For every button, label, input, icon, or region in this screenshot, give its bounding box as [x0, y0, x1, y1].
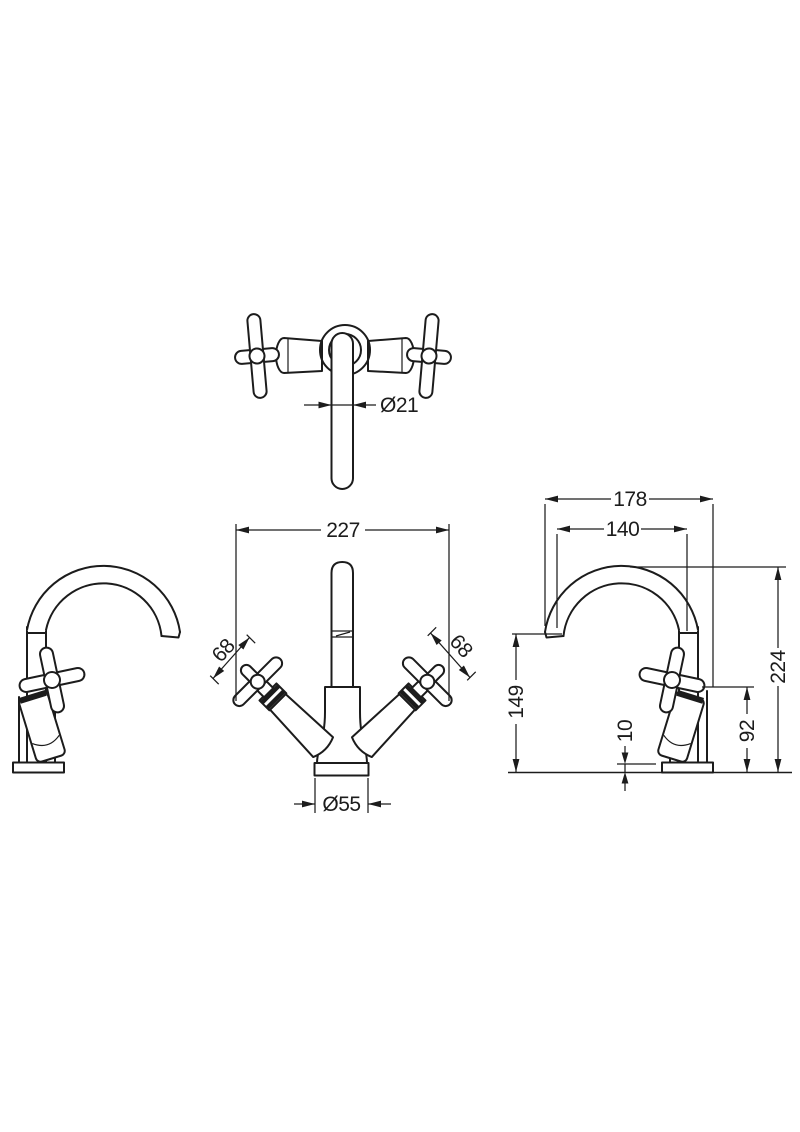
spout-arch-outer [26, 564, 181, 633]
tap-body [316, 686, 368, 764]
dim-label-overall-height: 224 [767, 649, 790, 683]
spout-arch-fill [545, 566, 698, 638]
dim-label-right-handle-span: 68 [445, 630, 477, 662]
dim-label-base-plate-thickness: 10 [614, 720, 637, 742]
cross-handle [638, 646, 706, 714]
dim-overall-depth: 178 [544, 488, 714, 687]
dim-label-spout-outlet-height: 149 [505, 685, 528, 719]
dim-label-spout-reach: 140 [606, 518, 640, 541]
dim-spout-outlet-height: 149 [505, 633, 562, 772]
aerator-joint [331, 630, 353, 638]
spout-arch-fill [27, 566, 180, 638]
spout-outlet [160, 631, 181, 639]
dim-base-plate-thickness: 10 [614, 720, 656, 791]
dim-label-spout-diameter: Ø21 [380, 394, 418, 417]
dim-overall-height: 224 [630, 566, 790, 772]
dim-label-base-diameter: Ø55 [322, 793, 360, 816]
right-cross-handle [406, 313, 452, 399]
dim-overall-width: 227 [235, 519, 450, 701]
cross-handle [18, 646, 86, 714]
front-view: 227 68 68 Ø55 [208, 519, 477, 816]
dim-label-handle-height: 92 [736, 720, 759, 742]
right-handle-assembly [350, 656, 453, 759]
dim-spout-diameter: Ø21 [304, 394, 419, 417]
dim-spout-reach: 140 [556, 518, 688, 631]
side-view: 178 140 224 149 92 [505, 488, 792, 791]
left-side-view [12, 564, 181, 774]
dim-label-overall-depth: 178 [613, 488, 647, 511]
spout-arch-inner [45, 582, 163, 637]
left-cross-handle [234, 313, 280, 399]
base-plate [12, 761, 65, 774]
left-stem [275, 337, 323, 374]
dim-label-left-handle-span: 68 [208, 635, 240, 667]
base-plate [313, 762, 370, 777]
base-plate [661, 761, 714, 774]
dim-base-diameter: Ø55 [294, 778, 391, 816]
spout-arch-inner [562, 582, 680, 637]
valve-body [18, 690, 66, 763]
spout-tube [330, 561, 354, 688]
spout-tube [330, 332, 354, 490]
top-view: Ø21 [234, 313, 452, 490]
valve-body [657, 690, 705, 763]
dim-label-overall-width: 227 [326, 519, 360, 542]
dim-handle-height: 92 [702, 686, 759, 772]
left-handle-assembly [232, 656, 335, 759]
